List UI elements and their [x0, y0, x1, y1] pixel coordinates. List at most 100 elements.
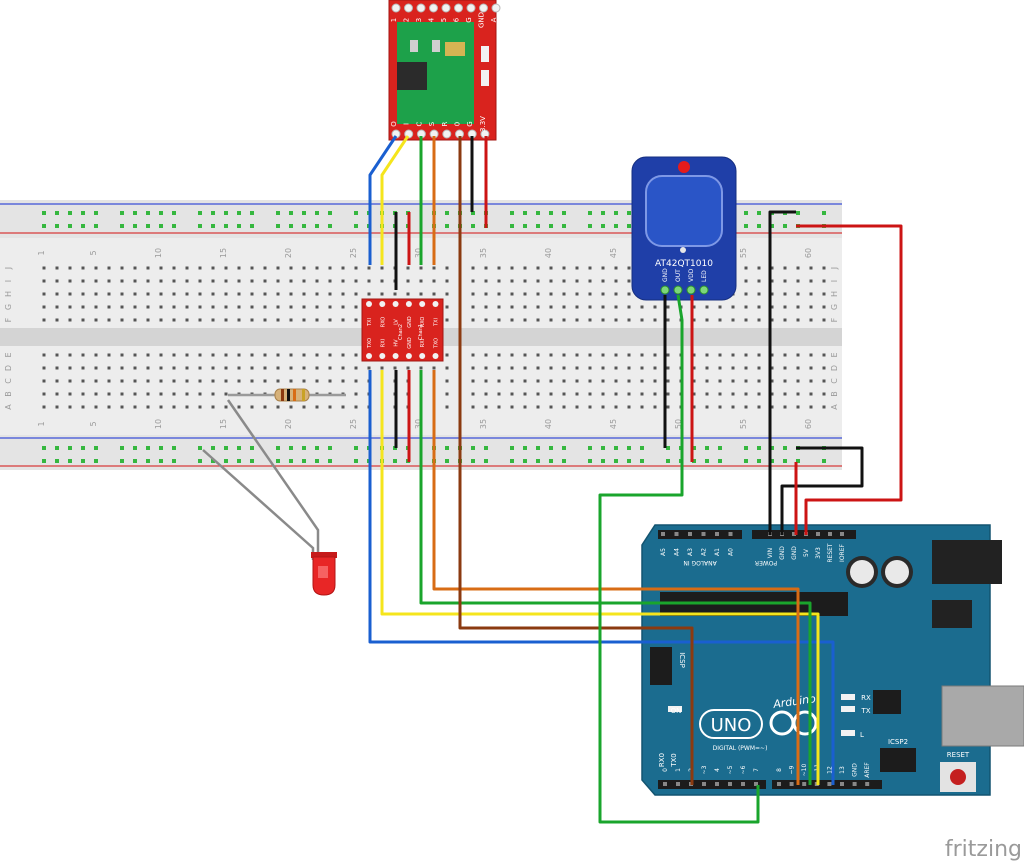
level-shifter-pin [405, 353, 412, 359]
regulator [932, 600, 972, 628]
breadboard-hole [796, 279, 800, 283]
breadboard-hole [705, 305, 709, 309]
breadboard-hole [705, 353, 709, 357]
power-rail-hole [822, 211, 826, 215]
breadboard-hole [536, 318, 540, 322]
breadboard-hole [484, 318, 488, 322]
breadboard-hole [562, 318, 566, 322]
breadboard-hole [510, 318, 514, 322]
level-shifter-label: RXO [420, 317, 426, 328]
rfid-top-pin-label: 3 [415, 18, 423, 22]
breadboard-hole [94, 305, 98, 309]
rfid-top-pin-label: 1 [390, 18, 398, 22]
breadboard-hole [809, 353, 813, 357]
power-pin-label: RESET [827, 543, 834, 563]
breadboard-hole [536, 366, 540, 370]
row-letter: B [4, 391, 13, 397]
level-shifter-pin [366, 353, 372, 359]
breadboard-hole [211, 379, 215, 383]
breadboard-hole [237, 279, 241, 283]
power-rail-hole [328, 459, 332, 463]
breadboard-hole [68, 305, 72, 309]
breadboard-hole [692, 353, 696, 357]
breadboard-hole [68, 379, 72, 383]
breadboard-hole [796, 292, 800, 296]
power-rail-hole [510, 459, 514, 463]
led-on [668, 706, 682, 712]
breadboard-hole [263, 292, 267, 296]
breadboard-hole [822, 353, 826, 357]
power-rail-hole [536, 446, 540, 450]
level-shifter-pin [432, 301, 439, 307]
breadboard-hole [783, 266, 787, 270]
power-rail-hole [276, 446, 280, 450]
breadboard-hole [653, 353, 657, 357]
breadboard-hole [757, 292, 761, 296]
breadboard-hole [263, 379, 267, 383]
breadboard-hole [185, 318, 189, 322]
breadboard-hole [250, 366, 254, 370]
breadboard-hole [107, 279, 111, 283]
breadboard-hole [471, 318, 475, 322]
breadboard-hole [510, 266, 514, 270]
l-label: L [860, 731, 864, 739]
breadboard-hole [354, 292, 358, 296]
level-shifter-pin [419, 353, 426, 359]
digital-pin [676, 782, 680, 786]
power-rail-hole [276, 459, 280, 463]
breadboard-hole [133, 366, 137, 370]
breadboard-hole [224, 353, 228, 357]
breadboard-hole [432, 366, 436, 370]
breadboard-hole [172, 392, 176, 396]
breadboard-hole [692, 305, 696, 309]
breadboard-hole [328, 353, 332, 357]
breadboard-hole [133, 279, 137, 283]
breadboard-hole [94, 279, 98, 283]
breadboard-hole [822, 279, 826, 283]
analog-pin-label: A4 [674, 548, 681, 556]
analog-pin-label: A0 [728, 548, 735, 556]
breadboard-hole [380, 366, 384, 370]
breadboard-hole [198, 392, 202, 396]
rfid-component [481, 46, 489, 62]
power-rail-hole [146, 211, 150, 215]
resistor [228, 388, 346, 402]
analog-header [658, 530, 742, 539]
breadboard-hole [549, 292, 553, 296]
sensor-via [680, 247, 686, 253]
power-rail-hole [42, 211, 46, 215]
breadboard-hole [211, 292, 215, 296]
breadboard-hole [198, 292, 202, 296]
power-pin-label: VIN [767, 548, 774, 558]
power-rail-hole [315, 224, 319, 228]
digital-pin-label: ~5 [727, 765, 734, 774]
column-number: 60 [804, 248, 813, 258]
power-rail-hole [55, 459, 59, 463]
power-rail-hole [562, 211, 566, 215]
breadboard-hole [120, 405, 124, 409]
wire-yellow-rfid-to-shifter [380, 135, 410, 265]
breadboard-hole [367, 279, 371, 283]
reset-button[interactable] [950, 769, 966, 785]
breadboard-hole [471, 366, 475, 370]
breadboard-hole [744, 305, 748, 309]
breadboard-hole [289, 353, 293, 357]
digital-pin-label: 1 [675, 768, 682, 772]
breadboard-hole [172, 305, 176, 309]
breadboard-hole [133, 292, 137, 296]
breadboard-hole [718, 379, 722, 383]
power-rail-hole [614, 446, 618, 450]
breadboard-hole [744, 292, 748, 296]
power-rail-hole [328, 224, 332, 228]
analog-pin [688, 532, 692, 536]
breadboard-hole [237, 292, 241, 296]
breadboard-hole [237, 379, 241, 383]
rfid-top-pin-label: 6 [453, 17, 461, 22]
power-rail-hole [302, 211, 306, 215]
breadboard-hole [627, 353, 631, 357]
breadboard-hole [757, 379, 761, 383]
breadboard-hole [120, 292, 124, 296]
power-rail-hole [744, 211, 748, 215]
power-rail-hole [146, 459, 150, 463]
